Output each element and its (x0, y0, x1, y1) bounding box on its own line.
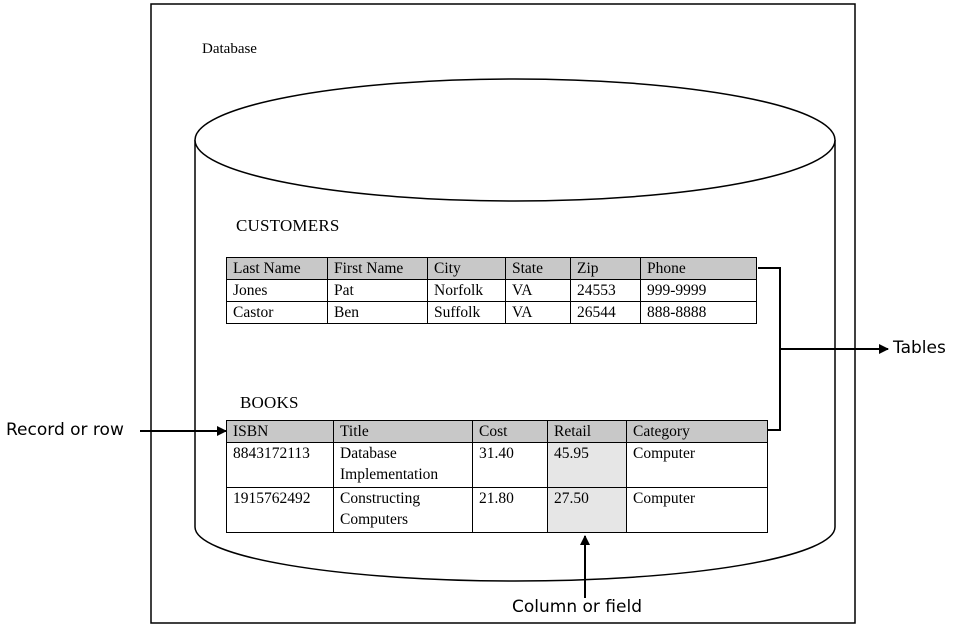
table-cell: Computer (626, 442, 768, 488)
customers-title: CUSTOMERS (236, 216, 340, 235)
column-header: Category (626, 420, 768, 443)
table-cell: 24553 (570, 279, 641, 302)
column-or-field-label: Column or field (512, 597, 642, 617)
table-cell: 31.40 (472, 442, 548, 488)
table-row: Castor Ben Suffolk VA 26544 888-8888 (226, 301, 757, 324)
customers-header-row: Last Name First Name City State Zip Phon… (226, 257, 757, 280)
books-title: BOOKS (240, 393, 299, 412)
table-row: Jones Pat Norfolk VA 24553 999-9999 (226, 279, 757, 302)
table-cell: 26544 (570, 301, 641, 324)
column-header: Retail (547, 420, 627, 443)
table-cell: 27.50 (547, 487, 627, 533)
column-header: State (505, 257, 571, 280)
table-cell: 888-8888 (640, 301, 757, 324)
column-header: Phone (640, 257, 757, 280)
table-row: 1915762492 Constructing Computers 21.80 … (226, 487, 768, 533)
column-header: First Name (327, 257, 428, 280)
table-cell: Computer (626, 487, 768, 533)
table-cell: Constructing Computers (333, 487, 473, 533)
customers-table: Last Name First Name City State Zip Phon… (226, 257, 757, 324)
table-cell: VA (505, 301, 571, 324)
table-cell: 999-9999 (640, 279, 757, 302)
tables-label: Tables (893, 338, 946, 358)
column-header: ISBN (226, 420, 334, 443)
column-header: Title (333, 420, 473, 443)
cylinder-top (194, 78, 836, 202)
outer-frame (150, 3, 856, 624)
column-header: Last Name (226, 257, 328, 280)
books-header-row: ISBN Title Cost Retail Category (226, 420, 768, 443)
table-cell: 45.95 (547, 442, 627, 488)
table-cell: Castor (226, 301, 328, 324)
books-table: ISBN Title Cost Retail Category 88431721… (226, 420, 768, 533)
table-cell: Database Implementation (333, 442, 473, 488)
record-or-row-label: Record or row (6, 420, 124, 440)
table-cell: Pat (327, 279, 428, 302)
database-label: Database (202, 41, 257, 57)
table-cell: Norfolk (427, 279, 506, 302)
table-cell: 21.80 (472, 487, 548, 533)
table-cell: Ben (327, 301, 428, 324)
table-cell: 1915762492 (226, 487, 334, 533)
table-row: 8843172113 Database Implementation 31.40… (226, 442, 768, 488)
column-header: City (427, 257, 506, 280)
table-cell: Jones (226, 279, 328, 302)
table-cell: 8843172113 (226, 442, 334, 488)
column-header: Cost (472, 420, 548, 443)
table-cell: VA (505, 279, 571, 302)
table-cell: Suffolk (427, 301, 506, 324)
column-header: Zip (570, 257, 641, 280)
